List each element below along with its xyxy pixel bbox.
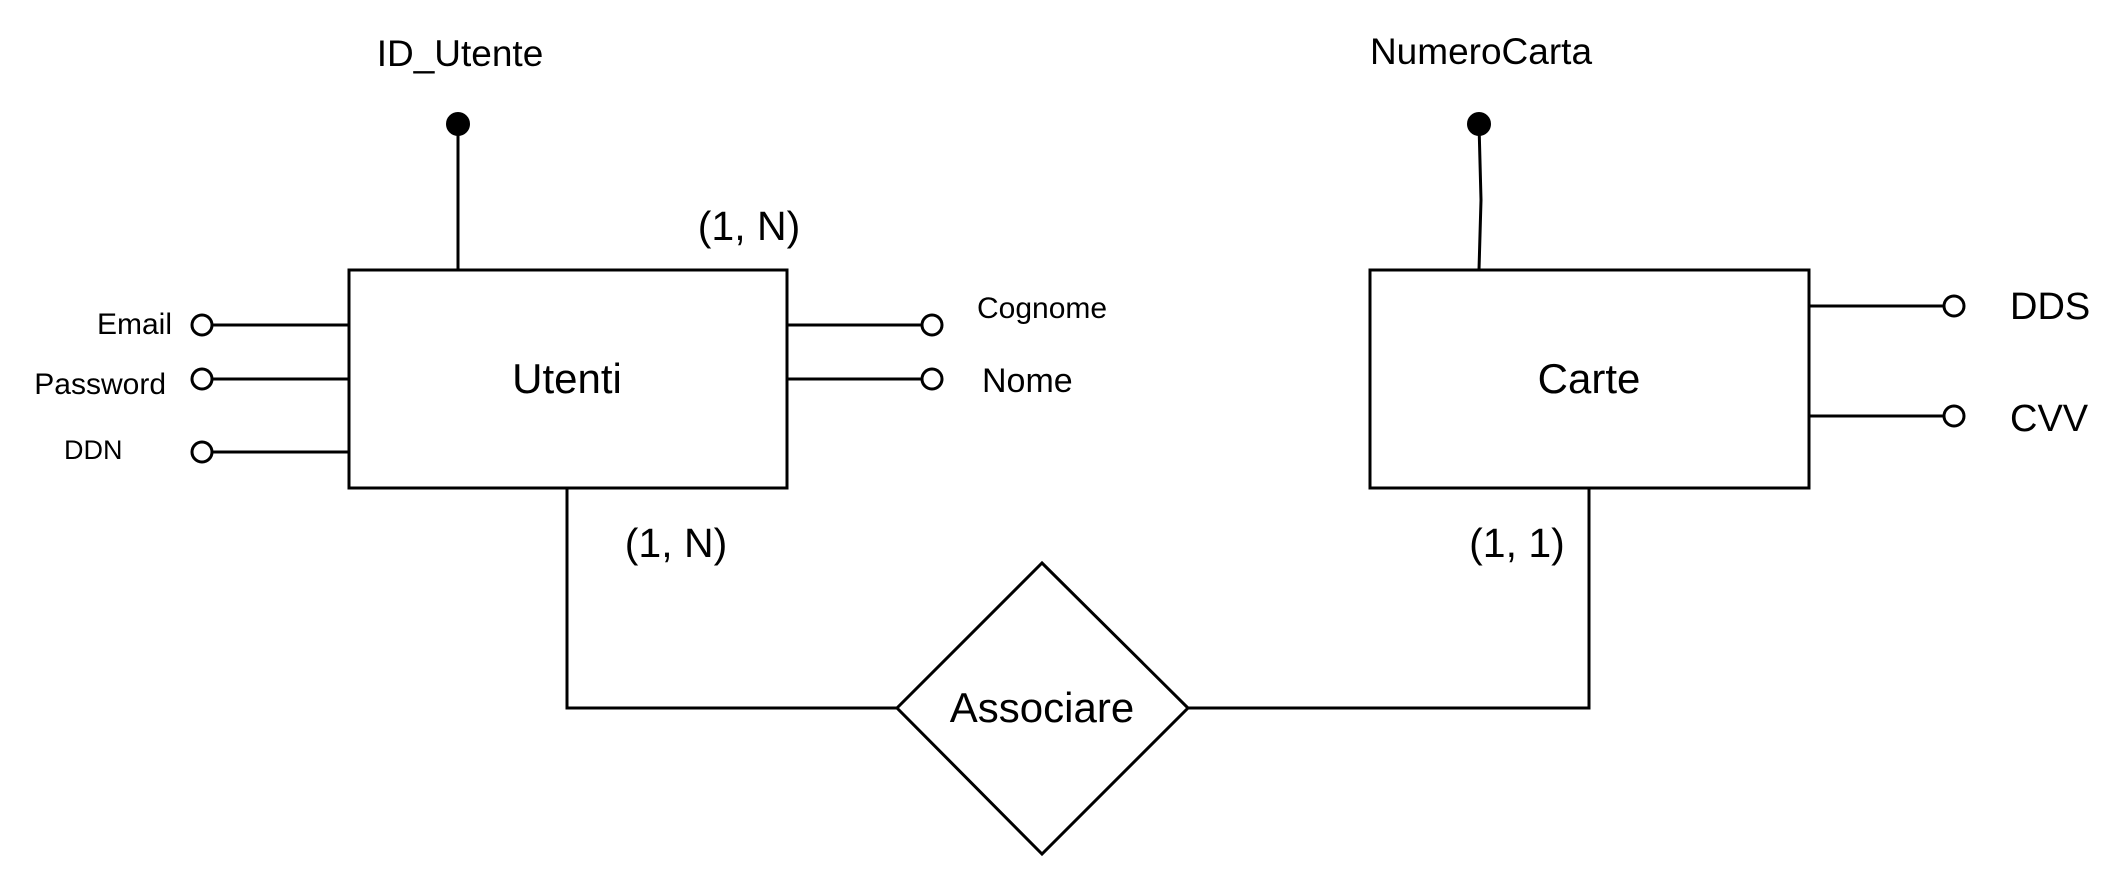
attribute-password: Password xyxy=(34,368,166,401)
relationship-name: Associare xyxy=(950,684,1134,731)
link-utenti-associare xyxy=(565,488,897,710)
attribute-marker-dds xyxy=(1942,294,1966,318)
attribute-marker-email xyxy=(190,313,214,337)
key-attribute-marker-utenti xyxy=(446,112,470,136)
cardinality-carte-associare: (1, 1) xyxy=(1469,520,1565,566)
cardinality-utenti-associare: (1, N) xyxy=(625,520,728,566)
cardinality-utenti-top: (1, N) xyxy=(698,203,801,249)
attribute-cvv: CVV xyxy=(2010,398,2089,440)
key-attribute-id-utente: ID_Utente xyxy=(377,33,544,74)
key-attribute-numerocarta: NumeroCarta xyxy=(1370,31,1592,72)
relationship-associare: Associare xyxy=(565,488,1591,857)
attribute-nome: Nome xyxy=(982,362,1073,400)
key-attribute-marker-carte xyxy=(1467,112,1491,136)
attribute-cognome: Cognome xyxy=(977,292,1107,325)
attribute-dds: DDS xyxy=(2010,286,2090,328)
attribute-ddn: DDN xyxy=(64,435,123,465)
attribute-marker-cognome xyxy=(920,313,944,337)
link-carte-associare xyxy=(1188,488,1591,710)
attribute-marker-nome xyxy=(920,367,944,391)
entity-utenti: ID_Utente Email Password DDN Cognome Nom… xyxy=(34,33,1107,566)
attribute-marker-password xyxy=(190,367,214,391)
entity-name-carte: Carte xyxy=(1538,355,1641,402)
attribute-email: Email xyxy=(97,308,172,341)
key-connector-carte xyxy=(1477,123,1483,271)
relationship-diamond xyxy=(894,560,1191,857)
attribute-marker-ddn xyxy=(190,440,214,464)
entity-box-carte xyxy=(1368,268,1811,490)
entity-carte: NumeroCarta DDS CVV Carte (1, 1) xyxy=(1368,31,2090,566)
entity-name-utenti: Utenti xyxy=(512,355,622,402)
attribute-marker-cvv xyxy=(1942,404,1966,428)
